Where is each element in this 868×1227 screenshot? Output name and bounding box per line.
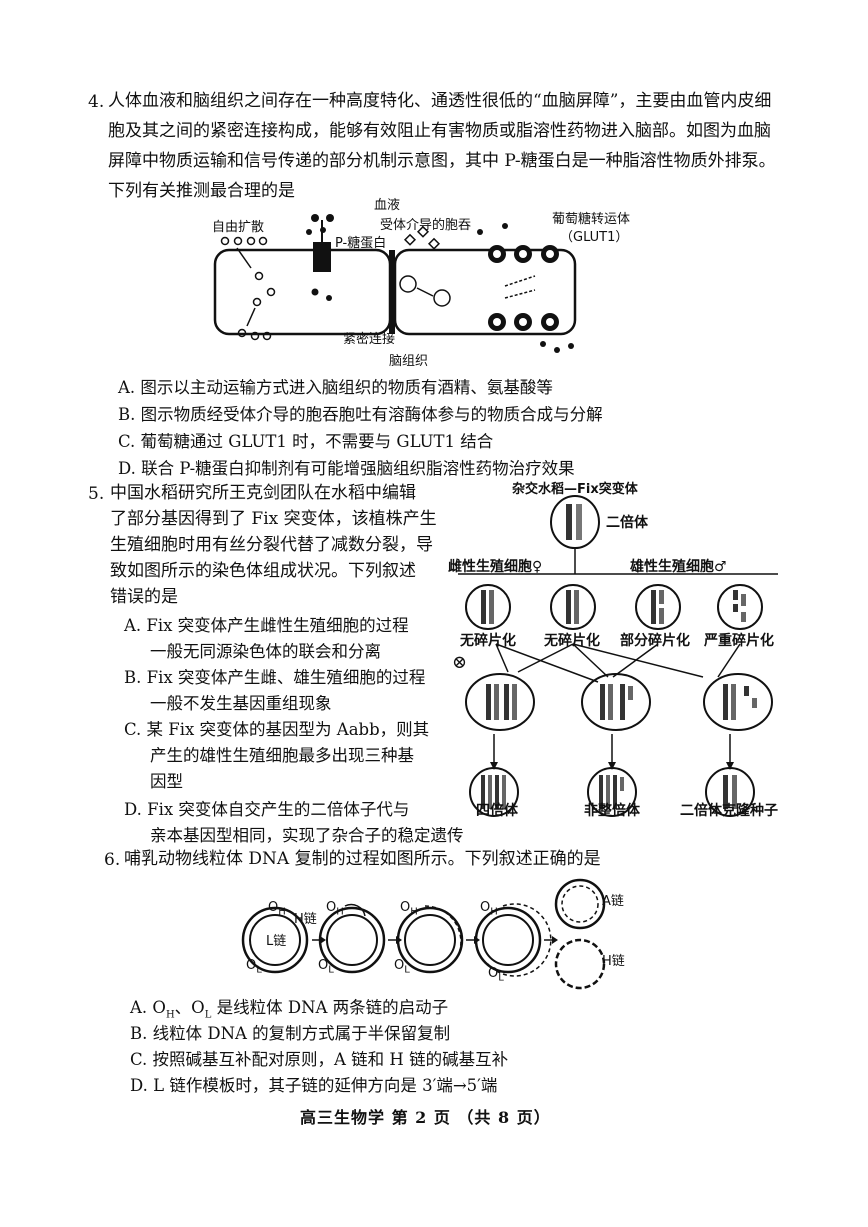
- q4-label-tight-junction: 紧密连接: [343, 332, 396, 347]
- q5-stem-line-4: 致如图所示的染色体组成状况。下列叙述: [110, 561, 416, 581]
- blood-brain-barrier-diagram: [213, 214, 577, 353]
- q4-stem-line-4: 下列有关推测最合理的是: [108, 181, 295, 201]
- q5-label-male: 雄性生殖细胞♂: [630, 559, 727, 575]
- q5-figure: [448, 472, 798, 822]
- q5-option-d-line-2: 亲本基因型相同，实现了杂合子的稳定遗传: [150, 826, 464, 845]
- q4-stem-line-1: 人体血液和脑组织之间存在一种高度特化、通透性很低的“血脑屏障”，主要由血管内皮细: [108, 91, 772, 111]
- q5-option-a-line-1: A. Fix 突变体产生雌性生殖细胞的过程: [124, 616, 409, 635]
- q5-number: 5.: [88, 484, 105, 504]
- q6-label-oh-4: OH: [480, 900, 498, 918]
- q5-label-frag-4: 严重碎片化: [704, 633, 774, 649]
- q4-option-d: D. 联合 P-糖蛋白抑制剂有可能增强脑组织脂溶性药物治疗效果: [118, 459, 575, 478]
- q5-label-frag-3: 部分碎片化: [620, 633, 690, 649]
- q5-figure-title: 杂交水稻—Fix突变体: [512, 482, 638, 497]
- q4-label-brain: 脑组织: [389, 354, 429, 369]
- q6-figure: [230, 872, 660, 992]
- q6-number: 6.: [104, 850, 121, 870]
- q6-label-oh-2: OH: [326, 900, 344, 918]
- q5-stem-line-3: 生殖细胞时用有丝分裂代替了减数分裂，导: [110, 535, 433, 555]
- fix-mutant-diagram: [458, 495, 778, 817]
- q6-label-oh-1: OH: [268, 900, 286, 918]
- q5-option-d-line-1: D. Fix 突变体自交产生的二倍体子代与: [124, 800, 410, 819]
- q4-label-receptor-endocytosis: 受体介导的胞吞: [380, 218, 472, 233]
- q4-label-free-diffusion: 自由扩散: [212, 220, 265, 235]
- q6-stem: 哺乳动物线粒体 DNA 复制的过程如图所示。下列叙述正确的是: [124, 849, 601, 869]
- q4-stem-line-3: 屏障中物质运输和信号传递的部分机制示意图，其中 P-糖蛋白是一种脂溶性物质外排泵…: [108, 151, 776, 171]
- q5-label-frag-2: 无碎片化: [544, 633, 600, 649]
- q5-option-b-line-2: 一般不发生基因重组现象: [150, 694, 332, 713]
- q5-self-symbol: ⊗: [452, 652, 468, 673]
- q5-option-b-line-1: B. Fix 突变体产生雌、雄生殖细胞的过程: [124, 668, 426, 687]
- page-footer: 高三生物学 第 2 页 （共 8 页）: [300, 1108, 551, 1127]
- q5-option-a-line-2: 一般无同源染色体的联会和分离: [150, 642, 381, 661]
- q4-label-pgp: P-糖蛋白: [335, 236, 387, 251]
- q4-number: 4.: [88, 92, 105, 112]
- q6-label-ol-4: OL: [488, 966, 504, 984]
- q6-option-a: A. OH、OL 是线粒体 DNA 两条链的启动子: [130, 998, 449, 1021]
- q5-result-clone: 二倍体克隆种子: [680, 803, 778, 819]
- q5-result-tetraploid: 四倍体: [476, 803, 518, 819]
- q4-label-glut1: （GLUT1）: [560, 230, 629, 245]
- q6-label-ol-2: OL: [318, 958, 334, 976]
- q6-label-l-chain: L链: [266, 934, 287, 949]
- q5-label-diploid: 二倍体: [606, 515, 648, 531]
- q6-option-d: D. L 链作模板时，其子链的延伸方向是 3′端→5′端: [130, 1076, 498, 1095]
- q6-label-ol-1: OL: [246, 958, 262, 976]
- q4-option-b: B. 图示物质经受体介导的胞吞胞吐有溶酶体参与的物质合成与分解: [118, 405, 603, 424]
- q6-label-a-chain: A链: [602, 894, 624, 909]
- q5-result-aneuploid: 非整倍体: [584, 803, 640, 819]
- q6-option-c: C. 按照碱基互补配对原则，A 链和 H 链的碱基互补: [130, 1050, 509, 1069]
- q4-figure: [205, 198, 605, 378]
- q5-stem-line-2: 了部分基因得到了 Fix 突变体，该植株产生: [110, 509, 437, 529]
- q4-option-a: A. 图示以主动运输方式进入脑组织的物质有酒精、氨基酸等: [118, 378, 553, 397]
- q6-label-h-chain-2: H链: [602, 954, 625, 969]
- q5-option-c-line-1: C. 某 Fix 突变体的基因型为 Aabb，则其: [124, 720, 430, 739]
- q6-label-h-chain: H链: [294, 912, 317, 927]
- q5-stem-line-1: 中国水稻研究所王克剑团队在水稻中编辑: [110, 483, 416, 503]
- q5-option-c-line-3: 因型: [150, 772, 183, 791]
- q4-stem-line-2: 胞及其之间的紧密连接构成，能够有效阻止有害物质或脂溶性药物进入脑部。如图为血脑: [108, 121, 771, 141]
- q5-stem-line-5: 错误的是: [110, 587, 178, 607]
- q6-label-ol-3: OL: [394, 958, 410, 976]
- q5-label-frag-1: 无碎片化: [460, 633, 516, 649]
- q6-label-oh-3: OH: [400, 900, 418, 918]
- q5-option-c-line-2: 产生的雄性生殖细胞最多出现三种基: [150, 746, 414, 765]
- mtdna-replication-diagram: [241, 878, 606, 990]
- q4-label-glut: 葡萄糖转运体: [552, 212, 631, 227]
- q5-label-female: 雌性生殖细胞♀: [448, 559, 543, 575]
- q4-option-c: C. 葡萄糖通过 GLUT1 时，不需要与 GLUT1 结合: [118, 432, 494, 451]
- q4-label-blood: 血液: [374, 198, 401, 213]
- q6-option-b: B. 线粒体 DNA 的复制方式属于半保留复制: [130, 1024, 451, 1043]
